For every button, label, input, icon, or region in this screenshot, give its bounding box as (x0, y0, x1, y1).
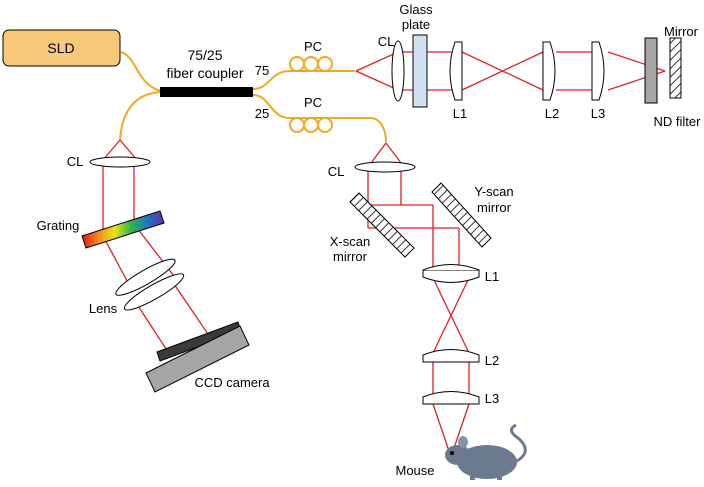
sample-lens-l1 (422, 269, 480, 283)
sld-box (2, 29, 121, 67)
reference-arm: CL Glass plate L1 L2 L3 ND filter Mirror (378, 2, 701, 129)
ref-collimating-lens (391, 40, 405, 102)
ref-l2-label: L2 (545, 106, 559, 121)
coupler-name-label: fiber coupler (166, 65, 243, 81)
mirror-label: Mirror (664, 24, 699, 39)
spec-beam-collimated (102, 164, 135, 236)
diffraction-grating (81, 210, 165, 249)
sample-collimating-lens (354, 161, 416, 173)
glass-plate (412, 34, 428, 108)
sample-beam-cross (432, 277, 470, 354)
sample-lens-l1-top (422, 264, 480, 271)
x-scan-mirror (349, 192, 415, 258)
ref-lens-l3 (591, 41, 605, 101)
pc-top-loops (289, 56, 333, 72)
sample-l2-label: L2 (485, 353, 499, 368)
ccd-body (145, 325, 250, 393)
fiber-coupler: 75/25 fiber coupler 75 25 (160, 47, 269, 121)
sample-beam-l2-l3 (432, 362, 470, 395)
ccd-camera-label: CCD camera (194, 375, 270, 390)
spec-cl-label: CL (67, 154, 84, 169)
sample-lens-l2 (422, 349, 480, 363)
port-75-label: 75 (255, 63, 269, 78)
y-scan-label-1: Y-scan (474, 184, 513, 199)
sld-source: SLD (2, 29, 121, 67)
ref-beam-cone (355, 51, 399, 91)
sample-l1-label: L1 (485, 269, 499, 284)
pc-bottom-label: PC (304, 95, 322, 110)
beams (102, 51, 666, 458)
x-scan-label-2: mirror (333, 249, 368, 264)
mouse-icon (445, 423, 527, 480)
nd-filter-label: ND filter (654, 114, 702, 129)
sample-lens-l3 (422, 391, 480, 405)
ref-cl-label: CL (378, 34, 395, 49)
reference-mirror (669, 37, 682, 99)
nd-filter (644, 37, 658, 104)
coupler-to-spectrometer-fiber (119, 91, 161, 141)
spec-collimating-lens (89, 156, 151, 168)
ref-beam-focus (461, 51, 544, 91)
spec-beam-cone (102, 139, 138, 161)
sld-to-coupler-fiber (120, 51, 161, 92)
fibers (119, 51, 387, 143)
sample-arm-fiber (252, 94, 387, 143)
y-scan-mirror (431, 182, 492, 248)
mouse-label: Mouse (395, 463, 434, 478)
x-scan-label-1: X-scan (330, 234, 370, 249)
ref-l1-label: L1 (453, 106, 467, 121)
ref-beam-l2-l3 (556, 51, 592, 91)
coupler-ratio-label: 75/25 (187, 47, 222, 63)
coupler-body (160, 87, 253, 97)
focusing-lens (115, 258, 185, 311)
sample-beam-galvo (368, 204, 460, 270)
lens-label: Lens (89, 301, 118, 316)
glass-label-2: plate (402, 17, 430, 32)
ref-l3-label: L3 (591, 106, 605, 121)
port-25-label: 25 (255, 106, 269, 121)
grating-label: Grating (37, 218, 80, 233)
sample-cl-label: CL (328, 164, 345, 179)
spectrometer: CL Grating Lens CCD camera (37, 154, 270, 393)
sample-arm: CL X-scan mirror Y-scan mirror L1 L2 L3 … (328, 161, 527, 480)
sld-label: SLD (47, 40, 74, 56)
y-scan-label-2: mirror (477, 200, 512, 215)
reference-arm-fiber (252, 70, 355, 90)
ref-lens-l1 (449, 41, 463, 101)
pc-top-label: PC (304, 39, 322, 54)
glass-label-1: Glass (399, 2, 433, 17)
ref-lens-l2 (542, 41, 556, 101)
sample-l3-label: L3 (485, 391, 499, 406)
pc-bottom-loops (289, 117, 333, 133)
